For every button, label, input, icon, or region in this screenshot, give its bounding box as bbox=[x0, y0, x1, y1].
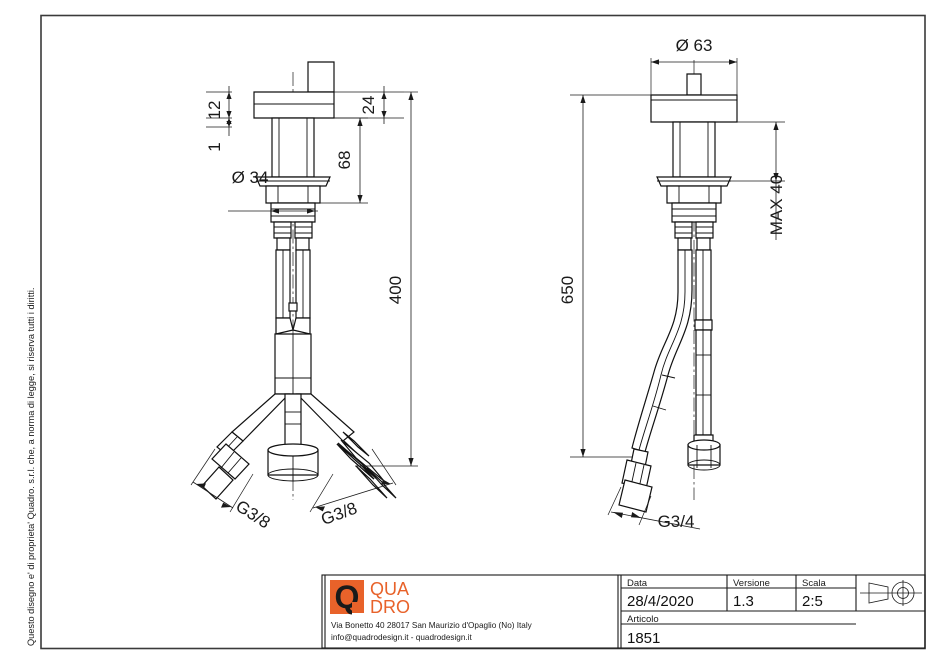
dim-label-g38-left: G3/8 bbox=[232, 496, 273, 532]
dim-diameter-34: Ø 34 bbox=[228, 168, 318, 214]
dim-label-g34: G3/4 bbox=[658, 512, 695, 531]
hose-ferrules-side bbox=[674, 221, 714, 251]
dim-label-d63: Ø 63 bbox=[676, 36, 713, 55]
splitter-body-front bbox=[274, 317, 312, 395]
dim-label-24: 24 bbox=[359, 96, 378, 115]
dim-label-1: 1 bbox=[205, 142, 224, 151]
hose-branch-right bbox=[295, 393, 397, 499]
field-label-versione: Versione bbox=[733, 578, 770, 589]
flex-hoses-front bbox=[275, 249, 311, 319]
field-value-versione: 1.3 bbox=[733, 593, 754, 610]
center-nut-front bbox=[267, 393, 319, 482]
quadro-logo: Q QUA DRO bbox=[330, 579, 410, 617]
dim-max-40: MAX 40 bbox=[731, 121, 786, 240]
dim-label-d34: Ø 34 bbox=[232, 168, 269, 187]
dim-12-1: 12 1 bbox=[205, 86, 232, 152]
dim-label-12: 12 bbox=[205, 101, 224, 120]
dim-label-68: 68 bbox=[335, 151, 354, 170]
copyright-text: Questo disegno e' di proprieta' Quadro. … bbox=[26, 288, 36, 646]
field-value-articolo: 1851 bbox=[627, 630, 660, 647]
address-line-1: Via Bonetto 40 28017 San Maurizio d'Opag… bbox=[331, 621, 533, 630]
dim-650: 650 bbox=[558, 94, 651, 458]
hose-ferrules-front bbox=[273, 221, 313, 251]
title-block: Q QUA DRO Via Bonetto 40 28017 San Mauri… bbox=[321, 574, 926, 649]
front-view: 12 1 Ø 34 24 68 bbox=[190, 61, 418, 532]
first-angle-projection-icon bbox=[860, 580, 922, 606]
dim-label-g38-right: G3/8 bbox=[319, 499, 360, 529]
field-label-articolo: Articolo bbox=[627, 614, 659, 625]
dim-label-400: 400 bbox=[386, 276, 405, 304]
hose-straight-side bbox=[687, 249, 721, 471]
hose-curved-side bbox=[618, 249, 693, 513]
dim-diameter-63: Ø 63 bbox=[650, 36, 738, 95]
field-label-data: Data bbox=[627, 578, 648, 589]
dim-label-max40: MAX 40 bbox=[767, 175, 786, 235]
field-label-scala: Scala bbox=[802, 578, 826, 589]
field-value-scala: 2:5 bbox=[802, 593, 823, 610]
dim-68: 68 bbox=[320, 117, 368, 204]
logo-text-line1: QUA bbox=[370, 579, 409, 599]
field-value-data: 28/4/2020 bbox=[627, 593, 694, 610]
side-view: Ø 63 MAX 40 650 G3/4 bbox=[558, 36, 786, 531]
hose-branch-left bbox=[201, 393, 291, 500]
copyright-notice: Questo disegno e' di proprieta' Quadro. … bbox=[26, 288, 36, 646]
dim-g34: G3/4 bbox=[607, 486, 701, 531]
dim-label-650: 650 bbox=[558, 276, 577, 304]
logo-text-line2: DRO bbox=[370, 597, 410, 617]
address-line-2: info@quadrodesign.it - quadrodesign.it bbox=[331, 633, 472, 642]
dim-400: 400 bbox=[355, 91, 418, 467]
sheet-frame bbox=[40, 14, 926, 650]
